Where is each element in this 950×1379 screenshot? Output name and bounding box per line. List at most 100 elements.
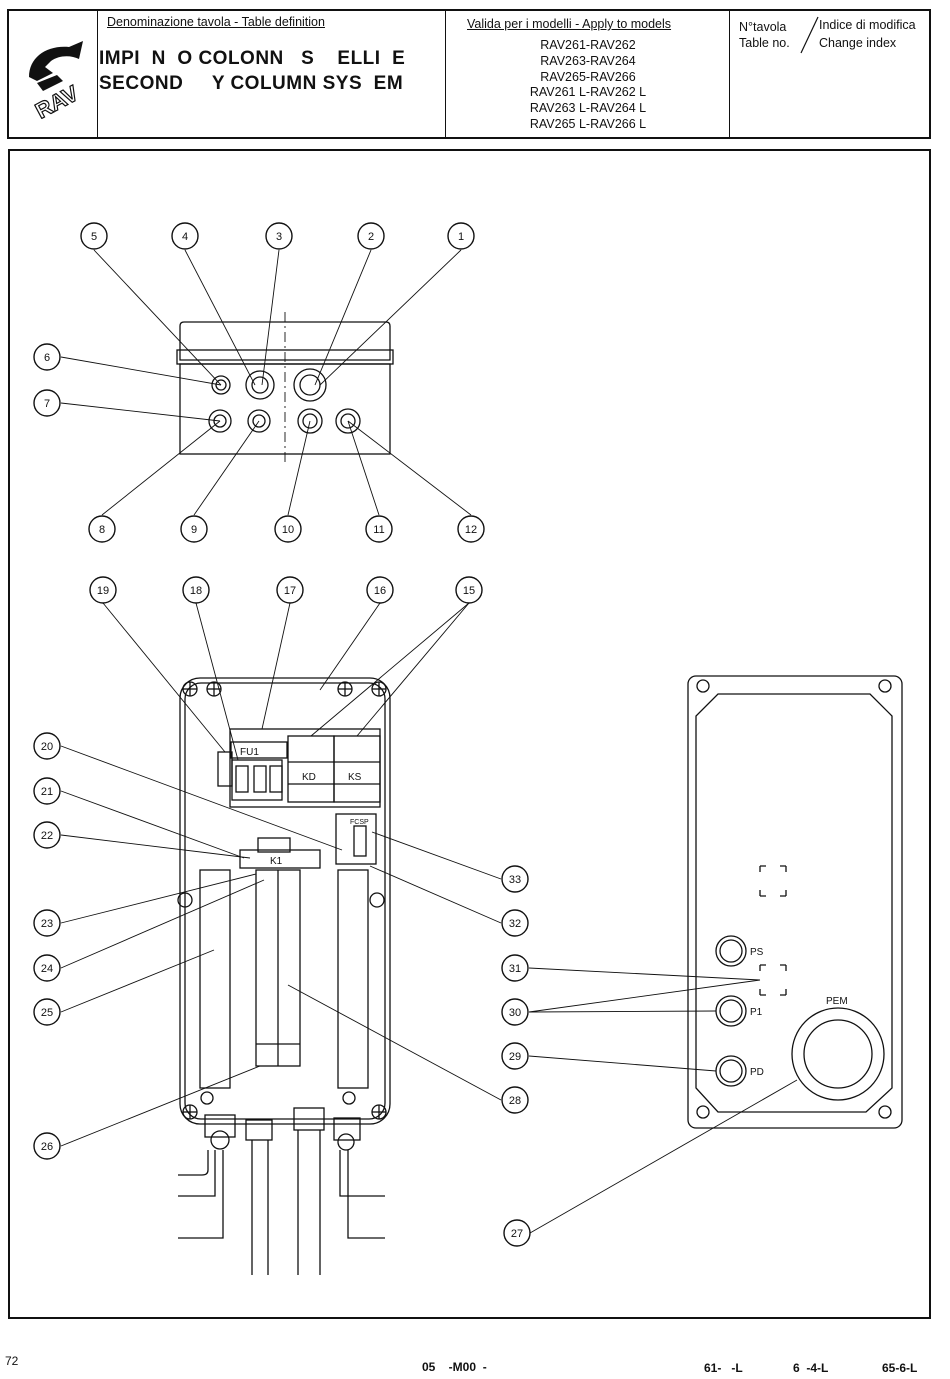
change-index-label-it: Indice di modifica xyxy=(819,18,916,32)
callout-bubble xyxy=(357,222,385,250)
change-index-label-en: Change index xyxy=(819,36,897,50)
k1-label: K1 xyxy=(270,856,283,867)
model-item: RAV265 L-RAV266 L xyxy=(529,116,647,131)
slash-divider xyxy=(800,16,819,54)
footer-ref: 61- -L xyxy=(704,1361,743,1375)
callout-number: 4 xyxy=(182,231,188,243)
models-list: RAV261-RAV262 RAV263-RAV264 RAV265-RAV26… xyxy=(447,38,729,133)
callout-number: 27 xyxy=(511,1228,523,1240)
callout-number: 26 xyxy=(41,1141,53,1153)
callout-number: 19 xyxy=(97,585,109,597)
callout-number: 20 xyxy=(41,741,53,753)
callout-bubble xyxy=(88,515,116,543)
callout-bubble xyxy=(182,576,210,604)
callout-bubble xyxy=(366,576,394,604)
callout-number: 7 xyxy=(44,398,50,410)
callout-bubble xyxy=(171,222,199,250)
table-definition-label: Denominazione tavola - Table definition xyxy=(107,15,325,29)
title-block: RAV Denominazione tavola - Table definit… xyxy=(7,9,931,139)
callout-number: 30 xyxy=(509,1007,521,1019)
callout-number: 31 xyxy=(509,963,521,975)
callout-bubble xyxy=(365,515,393,543)
callout-number: 24 xyxy=(41,963,53,975)
title-block-divider xyxy=(97,11,98,137)
callout-bubble xyxy=(501,909,529,937)
fcsp-label: FCSP xyxy=(350,819,369,826)
callout-bubble xyxy=(501,954,529,982)
callout-number: 16 xyxy=(374,585,386,597)
callout-bubble xyxy=(276,576,304,604)
callout-bubble xyxy=(180,515,208,543)
table-no-label-it: N°tavola xyxy=(739,20,787,34)
callout-number: 21 xyxy=(41,786,53,798)
callout-bubble xyxy=(33,954,61,982)
callout-number: 25 xyxy=(41,1007,53,1019)
callout-bubble xyxy=(501,865,529,893)
model-item: RAV261-RAV262 xyxy=(540,38,636,52)
callout-bubble xyxy=(89,576,117,604)
ps-label: PS xyxy=(750,947,764,958)
callout-bubble xyxy=(33,343,61,371)
callout-bubble xyxy=(33,998,61,1026)
callout-number: 5 xyxy=(91,231,97,243)
callout-number: 11 xyxy=(373,524,384,536)
fu1-label: FU1 xyxy=(240,747,259,758)
callout-number: 1 xyxy=(458,231,464,243)
callout-number: 3 xyxy=(276,231,282,243)
callout-number: 17 xyxy=(284,585,296,597)
pushbutton-panel xyxy=(687,675,903,1129)
table-no-label-en: Table no. xyxy=(739,36,790,50)
callout-bubble xyxy=(33,821,61,849)
model-item: RAV261 L-RAV262 L xyxy=(529,85,647,100)
callout-number: 15 xyxy=(463,585,475,597)
pem-label: PEM xyxy=(826,996,848,1007)
rav-logo: RAV xyxy=(29,41,83,119)
models-label: Valida per i modelli - Apply to models xyxy=(467,17,672,31)
callout-number: 18 xyxy=(190,585,202,597)
callout-bubble xyxy=(33,732,61,760)
table-title-it: IMPI N O COLONN S ELLI E xyxy=(99,48,406,69)
callout-bubble xyxy=(457,515,485,543)
callout-bubble xyxy=(274,515,302,543)
callout-number: 12 xyxy=(465,524,477,536)
drawing-frame xyxy=(8,149,931,1319)
callout-bubble xyxy=(265,222,293,250)
callout-number: 9 xyxy=(191,524,197,536)
p1-label: P1 xyxy=(750,1007,763,1018)
page-number: 72 xyxy=(5,1354,19,1368)
callout-bubble xyxy=(33,909,61,937)
title-block-divider xyxy=(729,11,730,137)
footer-ref: 65-6-L xyxy=(882,1361,918,1375)
drawing-code: 05 -M00 - xyxy=(422,1360,487,1374)
callout-bubble xyxy=(503,1219,531,1247)
callout-number: 6 xyxy=(44,352,50,364)
callout-bubble xyxy=(447,222,475,250)
open-control-box xyxy=(177,677,391,1275)
model-item: RAV263-RAV264 xyxy=(540,53,636,68)
callout-number: 10 xyxy=(282,524,294,536)
callout-number: 2 xyxy=(368,231,374,243)
callout-number: 29 xyxy=(509,1051,521,1063)
pd-label: PD xyxy=(750,1067,764,1078)
table-title-en: SECOND Y COLUMN SYS EM xyxy=(99,73,404,94)
callout-number: 28 xyxy=(509,1095,521,1107)
callout-bubble xyxy=(501,1086,529,1114)
model-item: RAV265-RAV266 xyxy=(540,69,636,84)
callout-number: 8 xyxy=(99,524,105,536)
callout-number: 32 xyxy=(509,918,521,930)
gland-plate-view xyxy=(176,312,394,462)
callout-bubble xyxy=(501,998,529,1026)
callout-number: 22 xyxy=(41,830,53,842)
callout-bubble xyxy=(80,222,108,250)
callout-bubble xyxy=(455,576,483,604)
callout-number: 23 xyxy=(41,918,53,930)
footer-ref: 6 -4-L xyxy=(793,1361,829,1375)
callout-bubble xyxy=(501,1042,529,1070)
callout-number: 33 xyxy=(509,874,521,886)
kd-label: KD xyxy=(302,772,316,783)
title-block-divider xyxy=(445,11,446,137)
callout-bubble xyxy=(33,777,61,805)
callout-bubble xyxy=(33,389,61,417)
